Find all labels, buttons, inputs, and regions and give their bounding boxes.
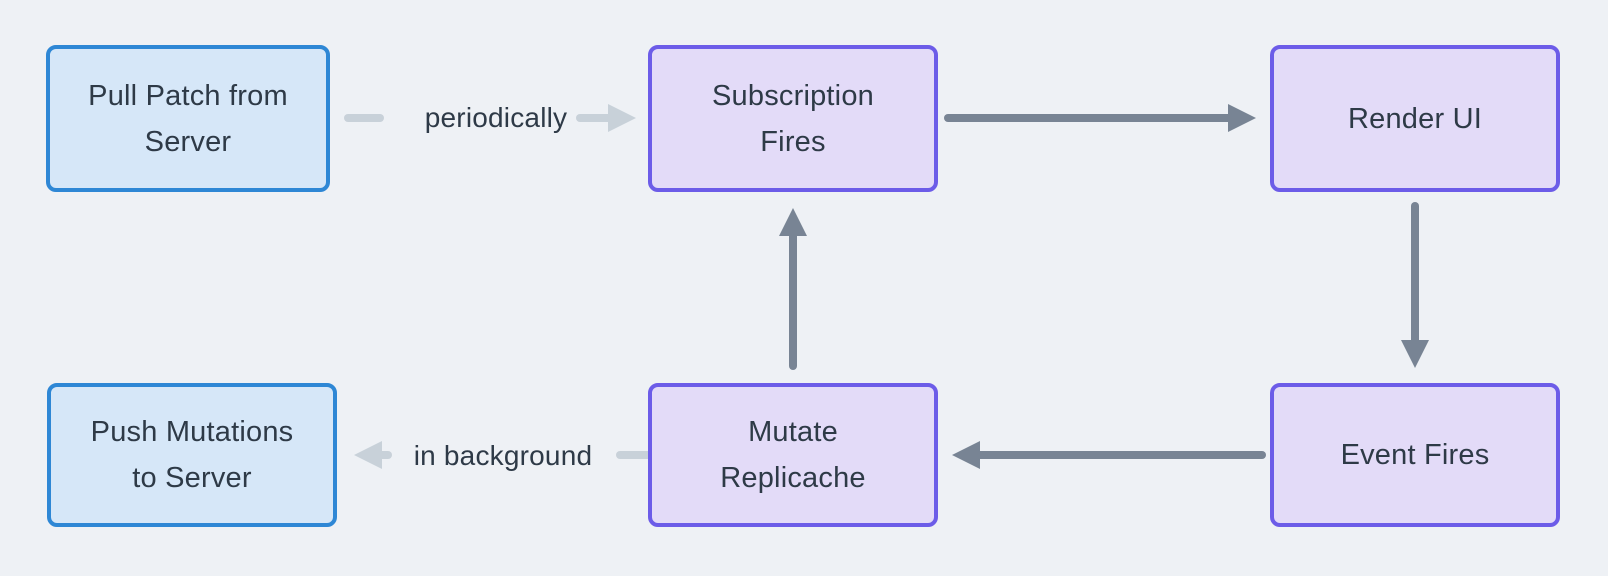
node-push-mutations-to-server: Push Mutations to Server: [47, 383, 337, 527]
edge-pull-to-subscription-arrowhead: [608, 104, 636, 132]
edge-subscription-to-render-arrowhead: [1228, 104, 1256, 132]
edge-mutate-to-push-arrowhead: [354, 441, 382, 469]
edge-label-periodically: periodically: [424, 102, 568, 133]
edge-render-to-event-arrowhead: [1401, 340, 1429, 368]
edge-mutate-to-subscription: [779, 208, 807, 370]
node-render-ui: Render UI: [1270, 45, 1560, 192]
node-subscription-fires: Subscription Fires: [648, 45, 938, 192]
edge-event-to-mutate: [952, 441, 1266, 469]
edge-render-to-event: [1401, 202, 1429, 368]
node-pull-patch-from-server: Pull Patch from Server: [46, 45, 330, 192]
edge-event-to-mutate-arrowhead: [952, 441, 980, 469]
edge-label-in-background: in background: [413, 440, 593, 471]
edge-mutate-to-subscription-arrowhead: [779, 208, 807, 236]
edge-subscription-to-render: [944, 104, 1256, 132]
node-event-fires: Event Fires: [1270, 383, 1560, 527]
node-mutate-replicache: Mutate Replicache: [648, 383, 938, 527]
